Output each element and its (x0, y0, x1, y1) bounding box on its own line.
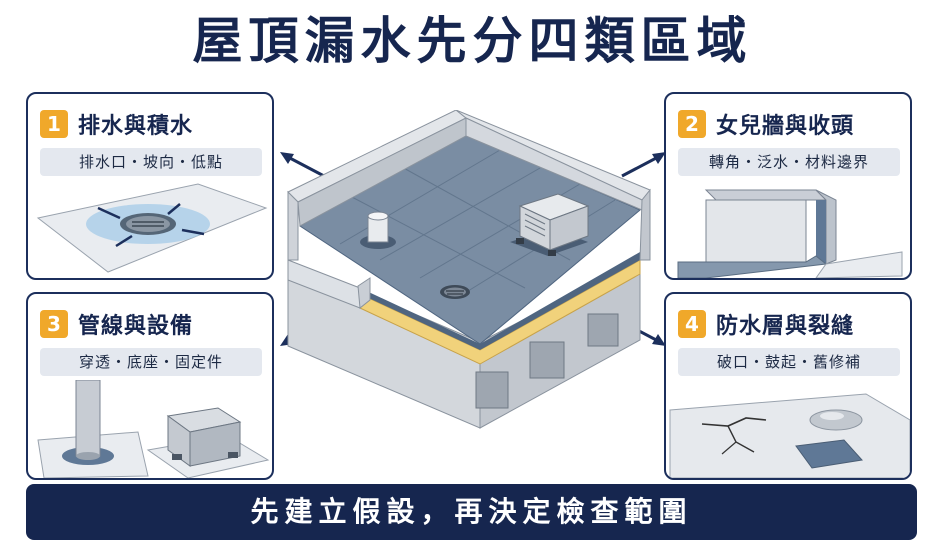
card-subtitle: 排水口・坡向・低點 (40, 148, 262, 176)
arrow-to-card-2-icon (621, 152, 666, 178)
arrow-to-card-1-icon (280, 152, 325, 178)
roof-cutaway-illustration (287, 110, 651, 429)
card-number: 1 (40, 110, 68, 138)
card-pipes-equipment: 3 管線與設備 穿透・底座・固定件 (26, 292, 274, 480)
parapet-illustration (677, 189, 903, 278)
card-title: 管線與設備 (78, 314, 194, 339)
card-number: 4 (678, 310, 706, 338)
card-subtitle: 破口・鼓起・舊修補 (678, 348, 900, 376)
crack-blister-illustration (669, 393, 910, 478)
card-drainage: 1 排水與積水 排水口・坡向・低點 (26, 92, 274, 280)
card-membrane-cracks: 4 防水層與裂縫 破口・鼓起・舊修補 (664, 292, 912, 480)
pipe-equipment-illustration (37, 380, 270, 478)
card-title: 排水與積水 (78, 114, 194, 139)
card-subtitle: 穿透・底座・固定件 (40, 348, 262, 376)
card-title: 防水層與裂縫 (716, 314, 855, 339)
card-number: 2 (678, 110, 706, 138)
page-title: 屋頂漏水先分四類區域 (192, 12, 753, 70)
card-title: 女兒牆與收頭 (716, 114, 855, 139)
drain-water-illustration (36, 183, 268, 273)
card-number: 3 (40, 310, 68, 338)
conclusion-banner: 先建立假設，再決定檢查範圍 (26, 484, 917, 540)
card-subtitle: 轉角・泛水・材料邊界 (678, 148, 900, 176)
card-parapet: 2 女兒牆與收頭 轉角・泛水・材料邊界 (664, 92, 912, 280)
